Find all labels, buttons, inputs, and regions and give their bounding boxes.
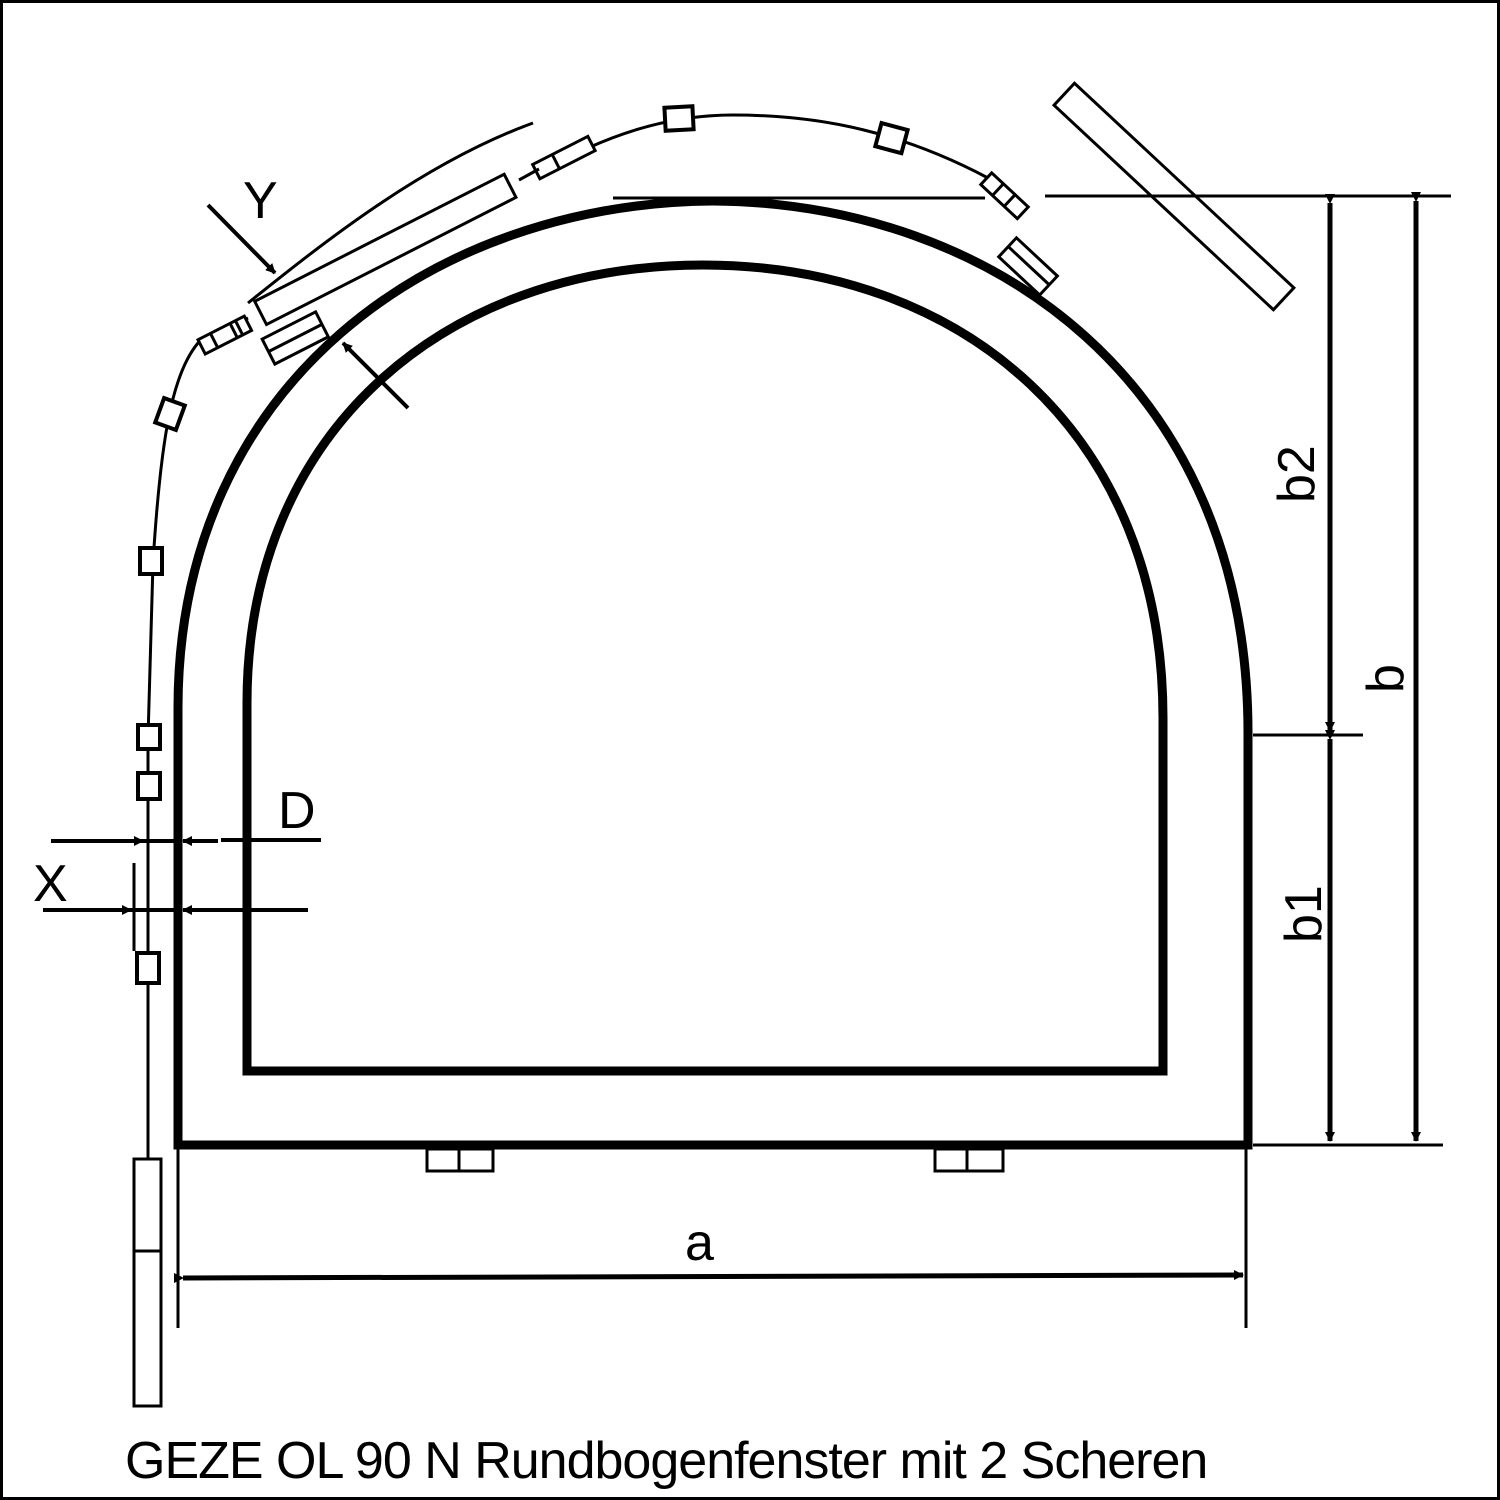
dim-d-x — [43, 836, 321, 915]
drawing-caption: GEZE OL 90 N Rundbogenfenster mit 2 Sche… — [125, 1432, 1208, 1490]
cable-connectors-left — [135, 395, 188, 985]
label-d: D — [278, 782, 316, 840]
label-a: a — [685, 1214, 714, 1272]
scissor-left — [195, 134, 598, 367]
dim-a — [173, 1270, 1244, 1284]
label-y: Y — [243, 172, 278, 230]
label-b2: b2 — [1268, 445, 1326, 503]
label-b1: b1 — [1275, 885, 1333, 943]
dim-y — [206, 203, 410, 410]
sash-sweep-curve — [247, 121, 534, 305]
drive-unit-left — [132, 1157, 163, 1408]
outer-frame — [173, 196, 1253, 1150]
hinge-left — [425, 1147, 495, 1173]
cable-connectors-top — [662, 104, 911, 156]
dimension-arrows — [173, 192, 1421, 1284]
label-x: X — [33, 855, 68, 913]
hinge-right — [933, 1147, 1005, 1173]
technical-drawing: Y D X a b2 b1 b — [33, 81, 1451, 1408]
inner-frame — [242, 260, 1168, 1076]
extension-lines — [176, 194, 1451, 1328]
label-b: b — [1357, 664, 1415, 693]
